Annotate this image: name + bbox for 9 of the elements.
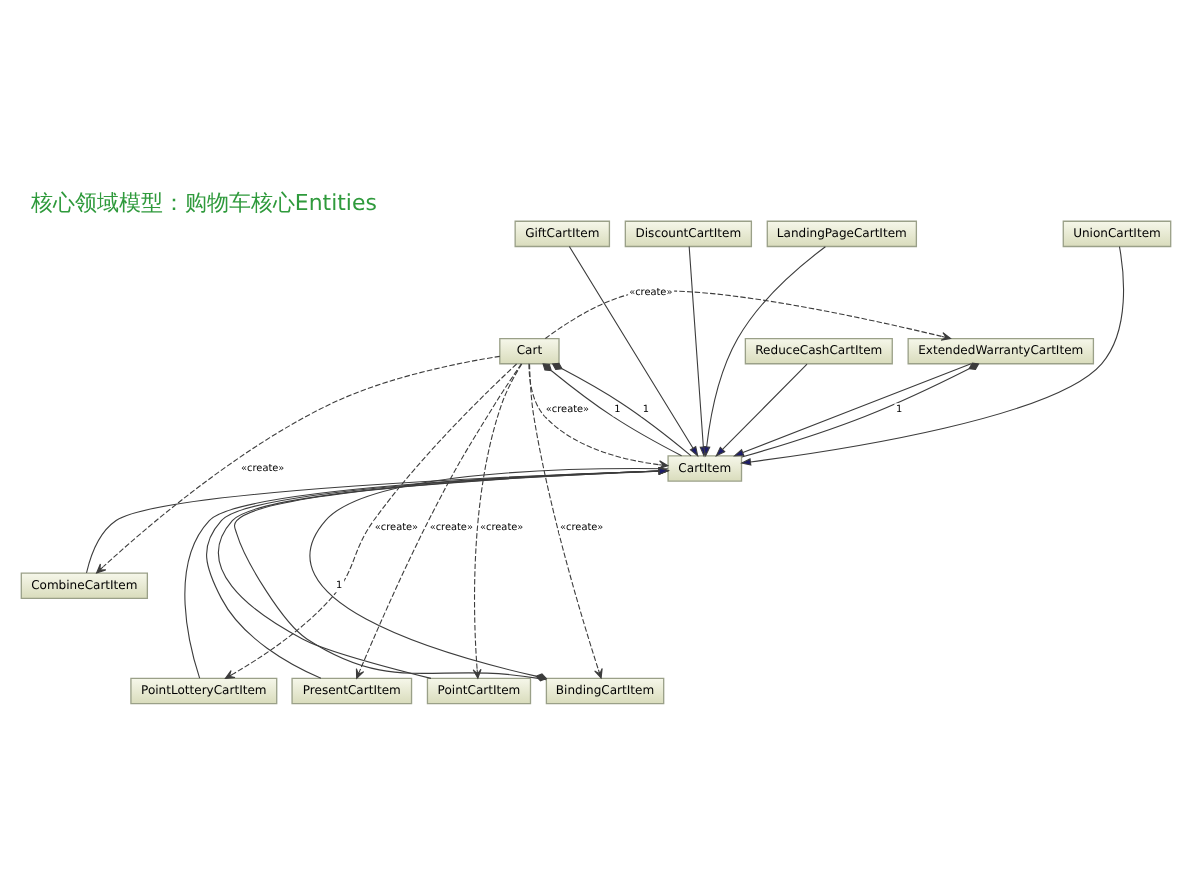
diagram-title: 核心领域模型：购物车核心Entities — [30, 190, 377, 217]
arrow — [528, 363, 669, 470]
arrow — [568, 245, 699, 458]
arrow — [529, 363, 603, 679]
arrow — [86, 467, 670, 574]
arrow — [544, 290, 952, 341]
arrow — [96, 355, 501, 574]
arrow — [715, 363, 808, 457]
arrow — [702, 246, 826, 458]
